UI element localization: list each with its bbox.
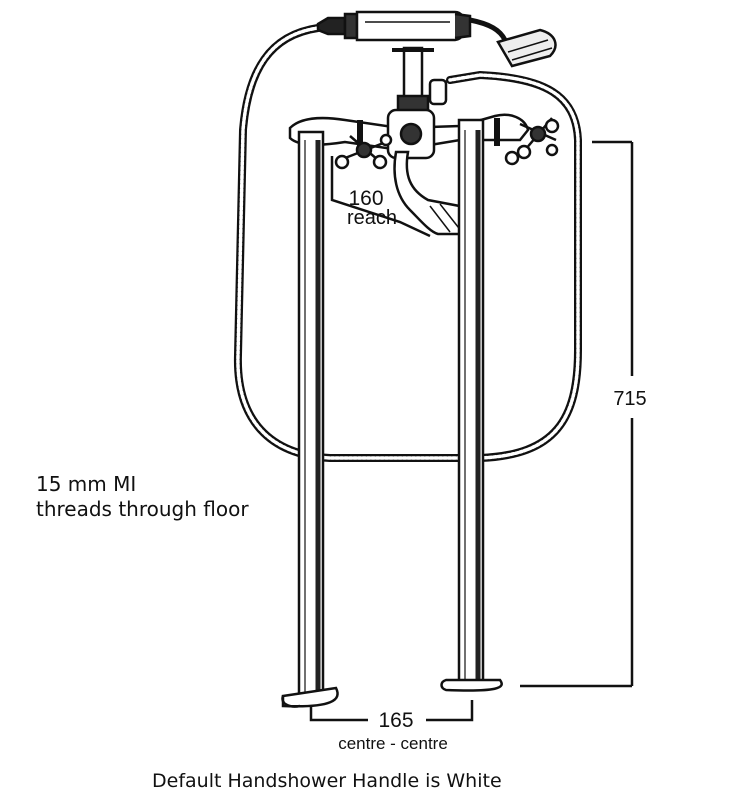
right-standpipe xyxy=(440,118,503,692)
reach-value: 160 xyxy=(348,187,383,210)
cradle-riser xyxy=(392,46,448,114)
thread-note-line1: 15 mm MI xyxy=(36,472,136,496)
left-standpipe xyxy=(281,130,339,708)
reach-label: reach xyxy=(347,207,397,229)
handshower xyxy=(316,10,557,68)
hot-cross-handle xyxy=(334,133,393,170)
height-dimension-line xyxy=(520,140,634,688)
centres-value: 165 xyxy=(378,709,413,732)
cold-cross-handle xyxy=(504,117,560,166)
height-value: 715 xyxy=(613,388,646,410)
caption: Default Handshower Handle is White xyxy=(152,770,502,792)
thread-note-line2: threads through floor xyxy=(36,497,249,521)
centres-dimension-line xyxy=(309,700,474,722)
reach-leader-line xyxy=(330,156,431,238)
centres-label: centre - centre xyxy=(338,734,448,753)
